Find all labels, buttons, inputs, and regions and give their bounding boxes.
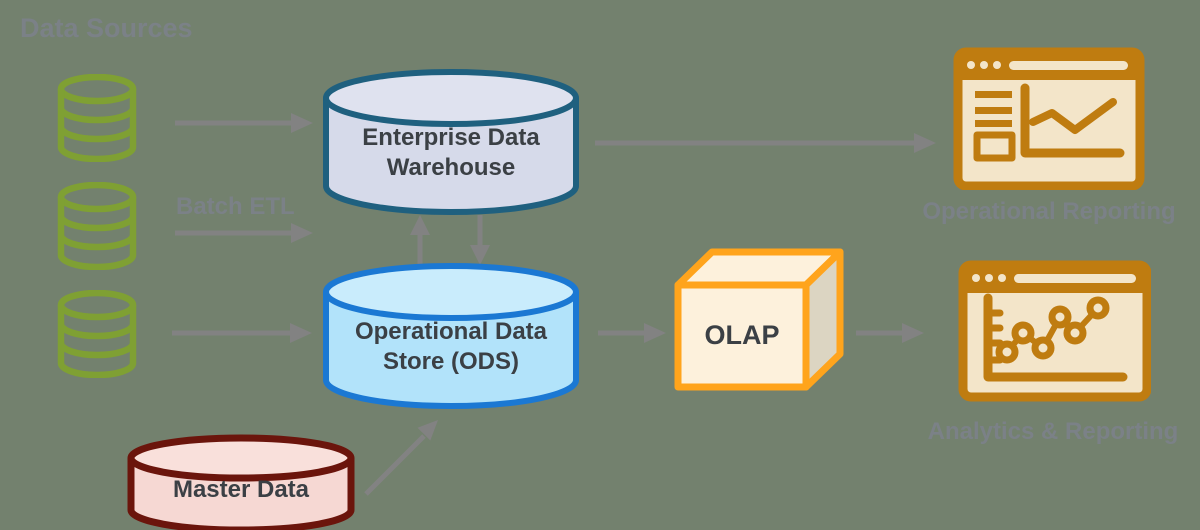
operational-reporting-label: Operational Reporting [922,198,1176,225]
arrow-edw-to-ods [470,215,490,265]
arrow-source1-to-edw [175,113,313,133]
arrow-ods-to-edw [410,215,430,265]
olap-cube-icon [674,248,844,391]
analytics-reporting-label: Analytics & Reporting [927,418,1179,445]
ods-label: Operational Data Store (ODS) [354,317,548,375]
master-data-cylinder [127,434,355,530]
database-icon-3 [57,290,137,378]
operational-reporting-icon [953,47,1145,190]
database-icon-2 [57,182,137,270]
arrow-source3-to-ods [172,323,312,343]
arrow-ods-to-olap [598,323,666,343]
ods-cylinder [323,263,579,409]
batch-etl-label: Batch ETL [176,193,295,220]
arrow-edw-to-operational-reporting [595,133,936,153]
database-icon-1 [57,74,137,162]
arrow-source2-batch-etl [175,223,313,243]
arrow-olap-to-analytics [856,323,924,343]
arrow-master-data-to-ods [364,420,438,496]
analytics-reporting-icon [958,260,1151,402]
olap-label: OLAP [704,320,780,351]
edw-cylinder [323,69,579,215]
edw-label: Enterprise Data Warehouse [362,123,540,181]
data-sources-title: Data Sources [20,13,193,43]
master-data-label: Master Data [172,476,310,503]
